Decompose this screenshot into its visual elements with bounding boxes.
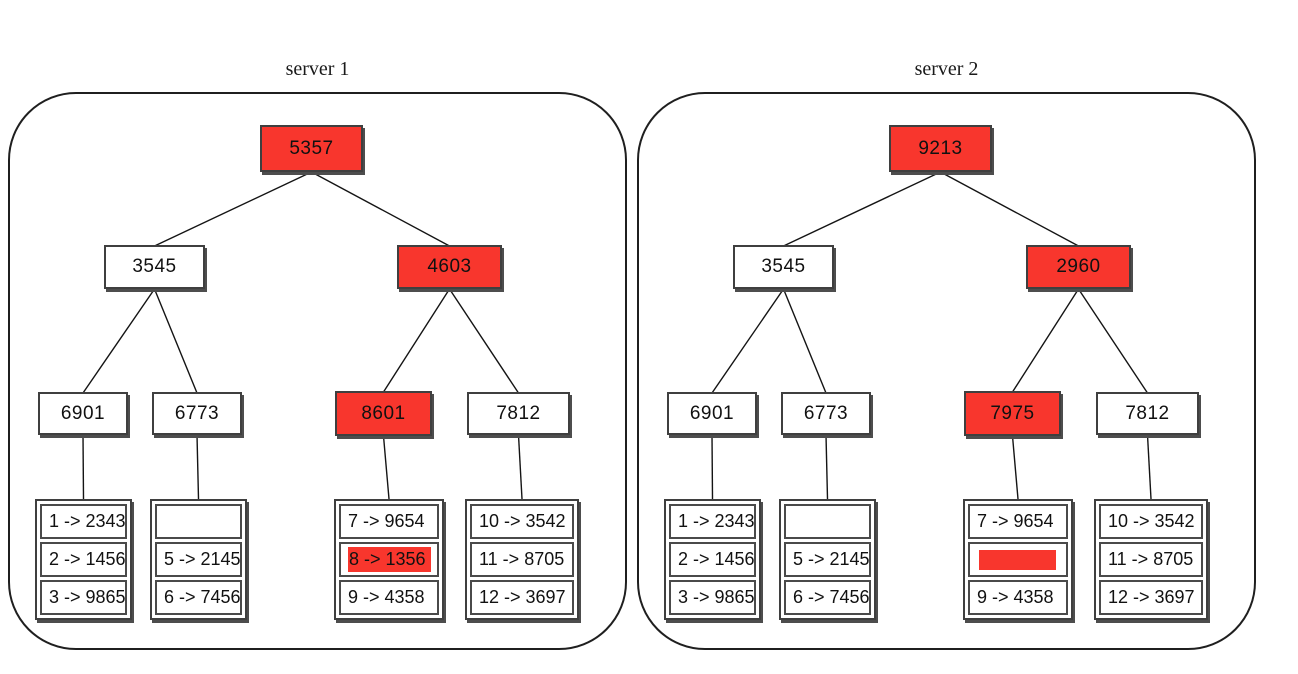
server1-panel: 5357 3545 4603 6901 6773 8601 7812 1 -> … — [8, 92, 627, 650]
bucket-row: 1 -> 2343 — [40, 504, 127, 539]
bucket-row: 2 -> 1456 — [669, 542, 756, 577]
bucket-row: 10 -> 3542 — [470, 504, 574, 539]
bucket-row-missing-entry — [968, 542, 1068, 577]
missing-entry-bar — [979, 549, 1056, 570]
bucket-row: 5 -> 2145 — [784, 542, 871, 577]
server2-internal-hash-node-right: 2960 — [1026, 245, 1131, 289]
server2-leaf-hash-node-3: 7975 — [964, 391, 1061, 436]
bucket-row: 12 -> 3697 — [1099, 580, 1203, 615]
bucket-row: 11 -> 8705 — [1099, 542, 1203, 577]
bucket-row-text: 10 -> 3542 — [479, 511, 566, 531]
bucket-row-highlighted: 8 -> 1356 — [339, 542, 439, 577]
server2-tree-edges — [711, 171, 1152, 500]
bucket-row: 12 -> 3697 — [470, 580, 574, 615]
bucket-row-text: 12 -> 3697 — [479, 587, 566, 607]
server1-tree-edges — [82, 171, 523, 500]
bucket-row: 5 -> 2145 — [155, 542, 242, 577]
bucket-row: 6 -> 7456 — [155, 580, 242, 615]
server2-panel: 9213 3545 2960 6901 6773 7975 7812 1 -> … — [637, 92, 1256, 650]
server1-title: server 1 — [285, 58, 350, 80]
bucket-row: 9 -> 4358 — [968, 580, 1068, 615]
bucket-row: 10 -> 3542 — [1099, 504, 1203, 539]
server2-key-bucket-4: 10 -> 3542 11 -> 8705 12 -> 3697 — [1094, 499, 1208, 620]
bucket-row-text: 3 -> 9865 — [678, 587, 755, 607]
bucket-row-text: 5 -> 2145 — [793, 549, 870, 569]
server1-internal-hash-node-right: 4603 — [397, 245, 502, 289]
bucket-row: 3 -> 9865 — [40, 580, 127, 615]
server2-title: server 2 — [914, 58, 979, 80]
bucket-row-empty — [784, 504, 871, 539]
bucket-row-empty — [155, 504, 242, 539]
bucket-row-text-highlighted: 8 -> 1356 — [348, 547, 431, 572]
bucket-row-text: 11 -> 8705 — [479, 549, 565, 569]
bucket-row: 11 -> 8705 — [470, 542, 574, 577]
server2-key-bucket-3: 7 -> 9654 9 -> 4358 — [963, 499, 1073, 620]
bucket-row-text: 12 -> 3697 — [1108, 587, 1195, 607]
bucket-row-text: 9 -> 4358 — [977, 587, 1054, 607]
bucket-row-text: 2 -> 1456 — [49, 549, 126, 569]
server1-key-bucket-1: 1 -> 2343 2 -> 1456 3 -> 9865 — [35, 499, 132, 620]
bucket-row-text: 7 -> 9654 — [348, 511, 425, 531]
bucket-row-text: 6 -> 7456 — [793, 587, 870, 607]
bucket-row: 1 -> 2343 — [669, 504, 756, 539]
server2-internal-hash-node-left: 3545 — [733, 245, 834, 289]
server1-leaf-hash-node-2: 6773 — [152, 392, 242, 435]
server1-leaf-hash-node-1: 6901 — [38, 392, 128, 435]
server2-key-bucket-1: 1 -> 2343 2 -> 1456 3 -> 9865 — [664, 499, 761, 620]
bucket-row-text: 1 -> 2343 — [678, 511, 755, 531]
server1-root-hash-node: 5357 — [260, 125, 363, 172]
server1-key-bucket-3: 7 -> 9654 8 -> 1356 9 -> 4358 — [334, 499, 444, 620]
bucket-row-text: 7 -> 9654 — [977, 511, 1054, 531]
server1-leaf-hash-node-3: 8601 — [335, 391, 432, 436]
bucket-row-text: 2 -> 1456 — [678, 549, 755, 569]
bucket-row-text: 6 -> 7456 — [164, 587, 241, 607]
bucket-row-text: 10 -> 3542 — [1108, 511, 1195, 531]
bucket-row-text: 1 -> 2343 — [49, 511, 126, 531]
bucket-row: 3 -> 9865 — [669, 580, 756, 615]
server1-internal-hash-node-left: 3545 — [104, 245, 205, 289]
bucket-row-text: 3 -> 9865 — [49, 587, 126, 607]
server1-key-bucket-2: 5 -> 2145 6 -> 7456 — [150, 499, 247, 620]
bucket-row-text: 9 -> 4358 — [348, 587, 425, 607]
bucket-row: 6 -> 7456 — [784, 580, 871, 615]
server1-leaf-hash-node-4: 7812 — [467, 392, 570, 435]
bucket-row: 7 -> 9654 — [339, 504, 439, 539]
bucket-row-text: 11 -> 8705 — [1108, 549, 1194, 569]
server2-leaf-hash-node-2: 6773 — [781, 392, 871, 435]
bucket-row: 9 -> 4358 — [339, 580, 439, 615]
bucket-row-text: 5 -> 2145 — [164, 549, 241, 569]
server2-root-hash-node: 9213 — [889, 125, 992, 172]
bucket-row: 7 -> 9654 — [968, 504, 1068, 539]
server2-leaf-hash-node-1: 6901 — [667, 392, 757, 435]
bucket-row: 2 -> 1456 — [40, 542, 127, 577]
server2-key-bucket-2: 5 -> 2145 6 -> 7456 — [779, 499, 876, 620]
server1-key-bucket-4: 10 -> 3542 11 -> 8705 12 -> 3697 — [465, 499, 579, 620]
server2-leaf-hash-node-4: 7812 — [1096, 392, 1199, 435]
